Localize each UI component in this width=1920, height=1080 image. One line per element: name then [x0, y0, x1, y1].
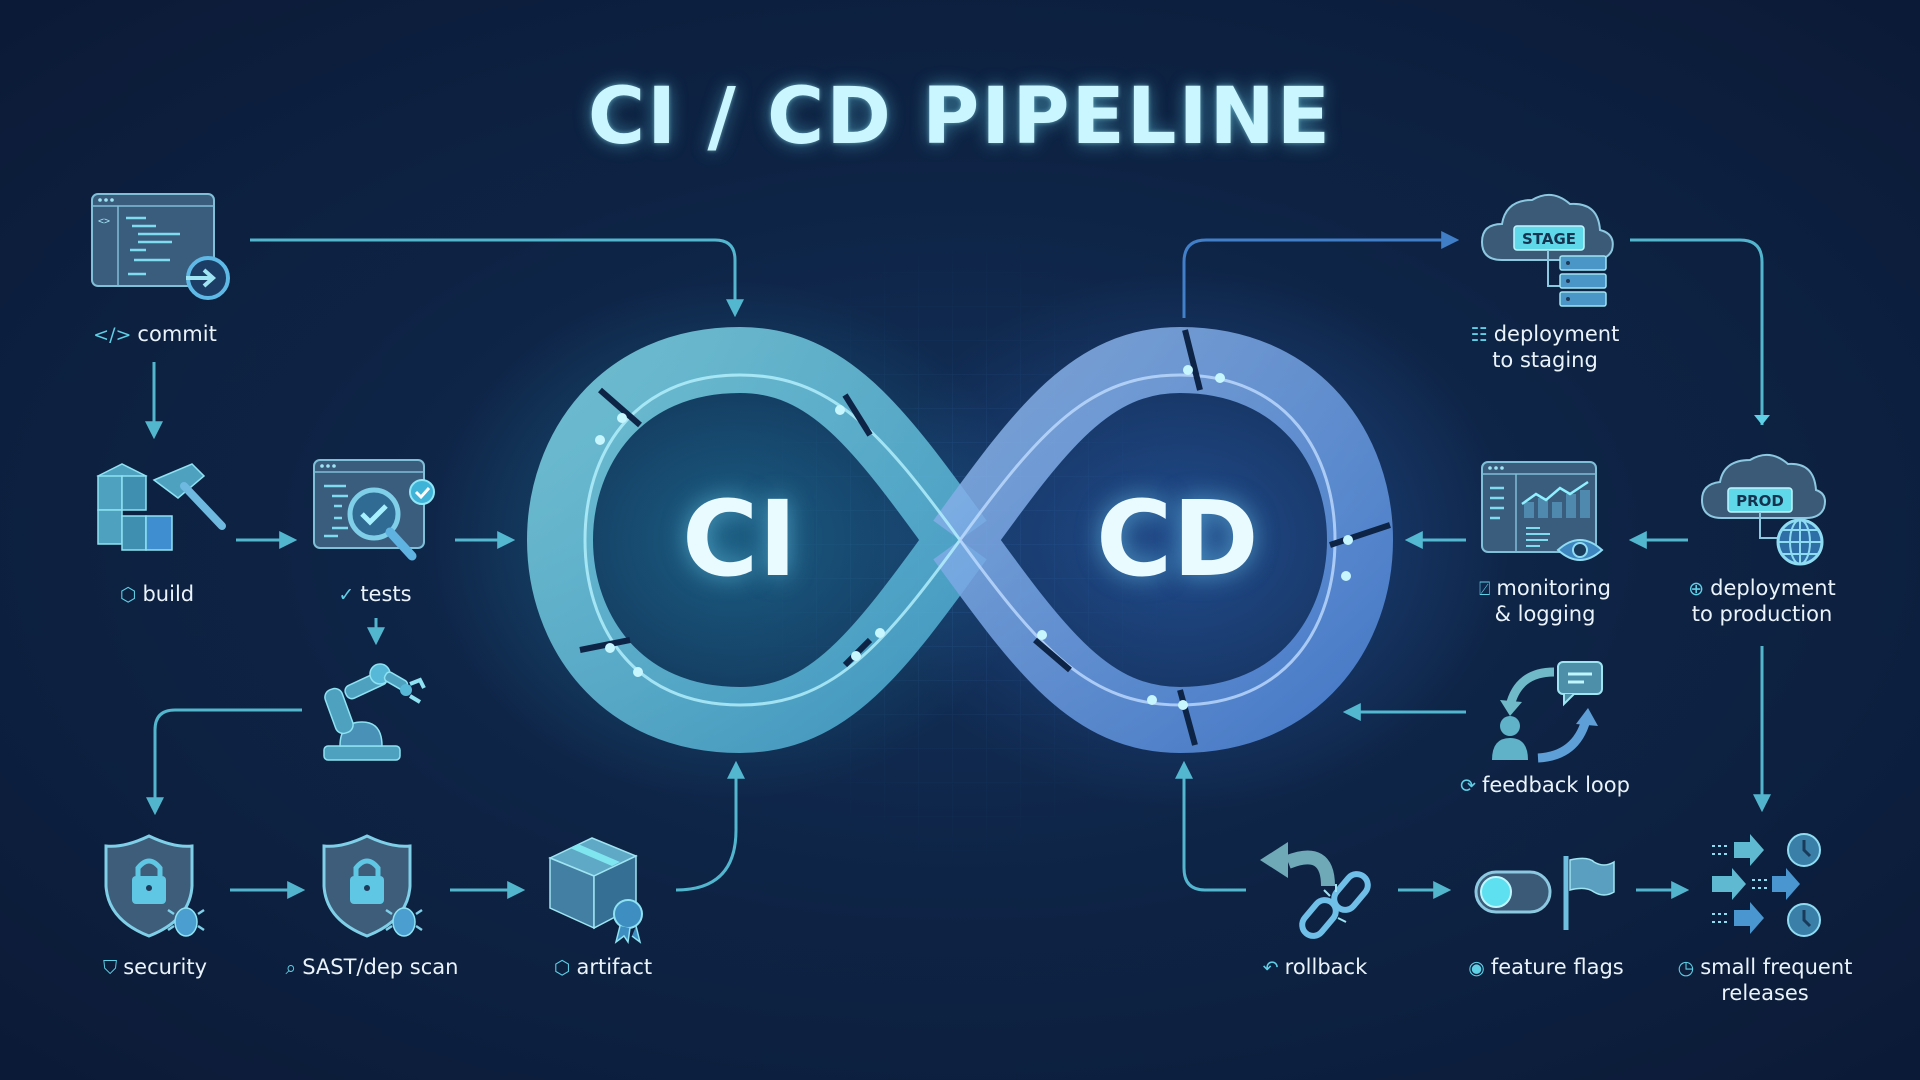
undo-icon: ↶ — [1262, 957, 1279, 979]
globe-icon: ⊕ — [1688, 578, 1705, 600]
timer-icon: ◷ — [1677, 957, 1695, 979]
stage-feedback-loop[interactable] — [1488, 660, 1603, 765]
pipeline-server-icon: ☷ — [1470, 324, 1488, 346]
user-feedback-cycle-icon — [1492, 661, 1603, 763]
stage-monitoring[interactable] — [1480, 458, 1610, 568]
stage-rollback[interactable] — [1258, 836, 1388, 944]
label-feedback-loop: ⟳feedback loop — [1460, 773, 1630, 797]
stage-automation[interactable] — [320, 658, 430, 763]
label-sast-scan: ⌕SAST/dep scan — [285, 955, 459, 979]
ci-center-label: CI — [682, 478, 798, 600]
page-title: CI / CD PIPELINE — [587, 72, 1333, 162]
stage-build[interactable] — [92, 456, 232, 566]
undo-broken-link-icon — [1260, 842, 1371, 939]
dashboard-eye-icon — [1481, 461, 1604, 561]
label-feature-flags: ◉feature flags — [1468, 955, 1624, 979]
stage-staging[interactable]: STAGE — [1480, 186, 1620, 311]
cloud-server-icon: STAGE — [1480, 193, 1614, 307]
arrows-clock-icon — [1712, 833, 1821, 937]
stage-small-frequent-releases[interactable] — [1710, 832, 1830, 942]
label-commit: </>commit — [93, 322, 217, 346]
refresh-icon: ⟳ — [1460, 775, 1476, 797]
box-icon: ⬡ — [553, 957, 571, 979]
package-badge-icon — [548, 837, 643, 945]
label-build: ⬡build — [119, 582, 195, 606]
shield-bug-icon — [104, 834, 205, 938]
stage-feature-flags[interactable] — [1474, 852, 1624, 932]
label-monitoring: ⍁monitoring& logging — [1478, 576, 1612, 626]
svg-text:PROD: PROD — [1736, 492, 1784, 510]
blocks-hammer-icon — [96, 463, 226, 551]
magnifier-check-icon — [313, 459, 435, 561]
svg-text:<>: <> — [98, 216, 110, 227]
check-circle-icon: ✓ — [338, 584, 355, 606]
cloud-globe-icon: PROD — [1700, 453, 1826, 566]
chart-icon: ⍁ — [1478, 578, 1491, 600]
cd-center-label: CD — [1096, 478, 1259, 600]
code-icon: </> — [93, 324, 132, 346]
search-icon: ⌕ — [285, 957, 297, 979]
stage-tests[interactable] — [312, 456, 442, 576]
shield-check-icon: ⛉ — [102, 957, 118, 979]
label-artifact: ⬡artifact — [553, 955, 653, 979]
label-tests: ✓tests — [338, 582, 412, 606]
stage-commit[interactable]: <> — [90, 192, 240, 302]
stage-artifact[interactable] — [546, 832, 656, 945]
svg-text:STAGE: STAGE — [1522, 230, 1576, 248]
robot-arm-icon — [323, 663, 426, 761]
stage-security[interactable] — [104, 832, 214, 942]
shield-lock-bug-icon — [322, 834, 423, 938]
code-editor-icon: <> — [91, 193, 230, 300]
stage-production[interactable]: PROD — [1700, 448, 1830, 568]
toggle-flag-icon — [1474, 856, 1615, 930]
stage-sast-scan[interactable] — [322, 832, 432, 942]
toggle-icon: ◉ — [1468, 957, 1485, 979]
label-rollback: ↶rollback — [1262, 955, 1368, 979]
box-icon: ⬡ — [119, 584, 137, 606]
label-security: ⛉security — [102, 955, 208, 979]
